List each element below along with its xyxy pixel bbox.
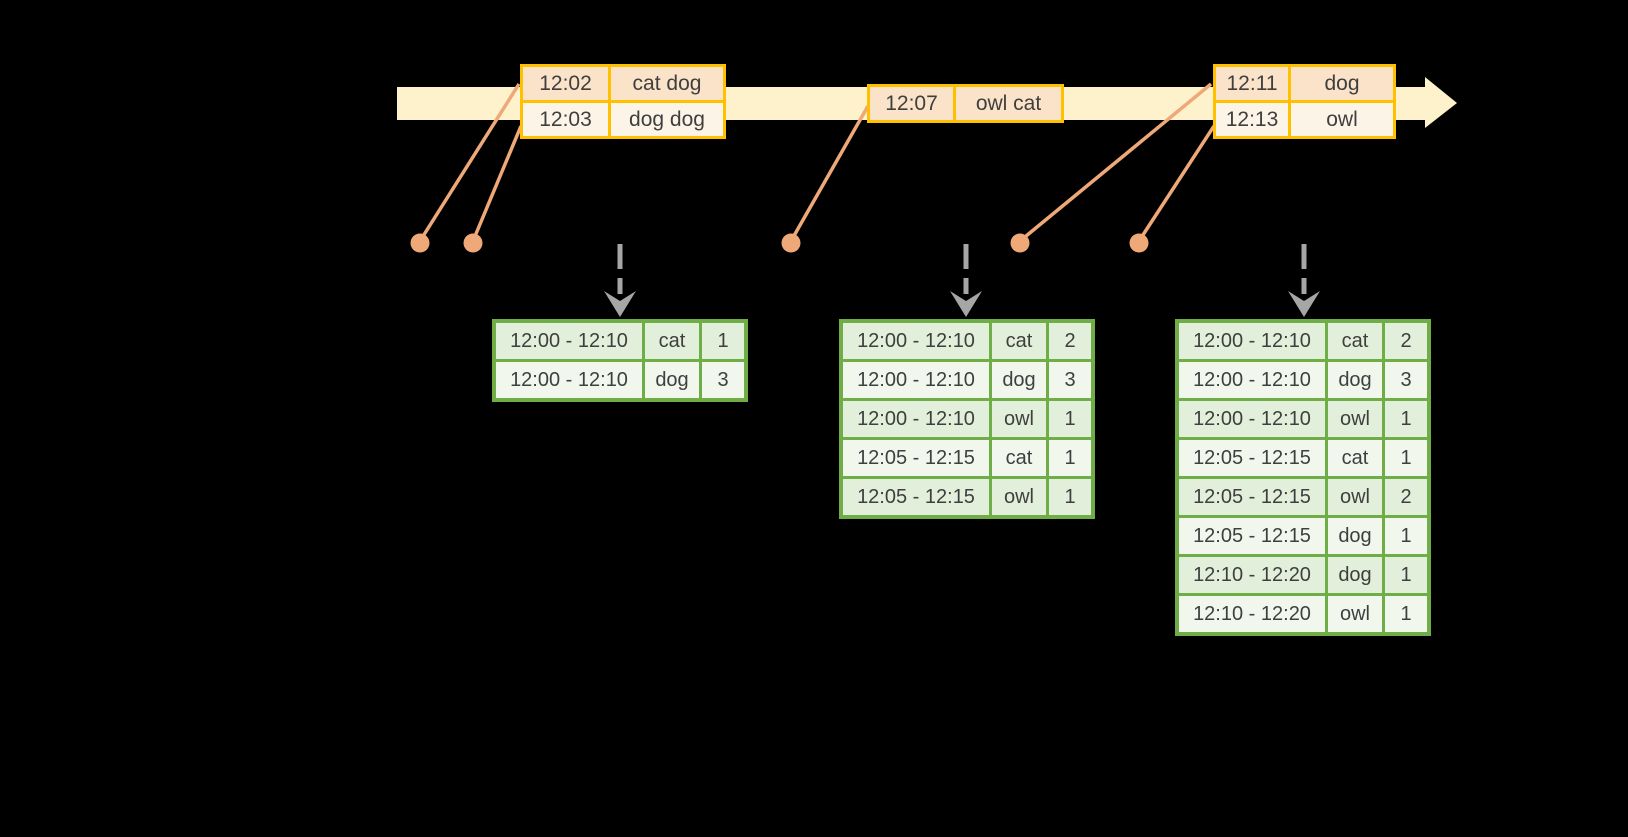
- window-cell: 12:00 - 12:10: [1179, 323, 1325, 359]
- window-cell: 12:00 - 12:10: [496, 323, 642, 359]
- window-cell: 12:00 - 12:10: [843, 401, 989, 437]
- event-connector-line: [1137, 125, 1216, 242]
- event-connector-line: [418, 83, 521, 242]
- trigger-arrow: [1288, 244, 1320, 317]
- word-cell: cat: [992, 323, 1046, 359]
- count-cell: 3: [1049, 362, 1091, 398]
- event-dot: [463, 233, 483, 253]
- window-cell: 12:05 - 12:15: [1179, 440, 1325, 476]
- word-cell: owl: [992, 401, 1046, 437]
- word-cell: cat: [1328, 440, 1382, 476]
- result-table-3: 12:00 - 12:10 cat 2 12:00 - 12:10 dog 3 …: [1175, 319, 1431, 636]
- count-cell: 3: [702, 362, 744, 398]
- event-time-cell: 12:02: [523, 67, 608, 100]
- window-cell: 12:10 - 12:20: [1179, 557, 1325, 593]
- word-cell: owl: [1328, 401, 1382, 437]
- window-cell: 12:05 - 12:15: [843, 479, 989, 515]
- word-cell: cat: [992, 440, 1046, 476]
- event-dot: [1010, 233, 1030, 253]
- window-cell: 12:00 - 12:10: [1179, 401, 1325, 437]
- window-cell: 12:05 - 12:15: [1179, 479, 1325, 515]
- event-time-cell: 12:03: [523, 103, 608, 136]
- event-connector-line: [1018, 82, 1213, 243]
- trigger-arrow: [604, 244, 636, 317]
- word-cell: dog: [1328, 518, 1382, 554]
- event-dots: [410, 233, 1149, 253]
- trigger-arrows: [604, 244, 1320, 317]
- input-events-table-1: 12:02 cat dog 12:03 dog dog: [520, 64, 726, 139]
- input-events-table-3: 12:11 dog 12:13 owl: [1213, 64, 1396, 139]
- count-cell: 2: [1049, 323, 1091, 359]
- count-cell: 1: [1385, 596, 1427, 632]
- window-cell: 12:00 - 12:10: [843, 323, 989, 359]
- event-words-cell: cat dog: [611, 67, 723, 100]
- arrow-down-icon: [604, 291, 636, 317]
- arrow-down-icon: [950, 291, 982, 317]
- event-connector-line: [789, 105, 870, 242]
- window-cell: 12:00 - 12:10: [496, 362, 642, 398]
- event-dot: [410, 233, 430, 253]
- event-time-cell: 12:07: [870, 87, 953, 120]
- arrow-down-icon: [1288, 291, 1320, 317]
- count-cell: 1: [1049, 479, 1091, 515]
- event-dot: [1129, 233, 1149, 253]
- window-cell: 12:05 - 12:15: [843, 440, 989, 476]
- word-cell: dog: [1328, 362, 1382, 398]
- count-cell: 1: [1385, 518, 1427, 554]
- word-cell: owl: [992, 479, 1046, 515]
- word-cell: owl: [1328, 479, 1382, 515]
- event-dot: [781, 233, 801, 253]
- window-cell: 12:05 - 12:15: [1179, 518, 1325, 554]
- result-table-2: 12:00 - 12:10 cat 2 12:00 - 12:10 dog 3 …: [839, 319, 1095, 519]
- count-cell: 2: [1385, 479, 1427, 515]
- trigger-arrow: [950, 244, 982, 317]
- count-cell: 1: [1385, 557, 1427, 593]
- result-table-1: 12:00 - 12:10 cat 1 12:00 - 12:10 dog 3: [492, 319, 748, 402]
- window-cell: 12:10 - 12:20: [1179, 596, 1325, 632]
- word-cell: cat: [645, 323, 699, 359]
- event-connector-line: [471, 125, 523, 242]
- event-words-cell: owl: [1291, 103, 1393, 136]
- event-time-cell: 12:11: [1216, 67, 1288, 100]
- window-cell: 12:00 - 12:10: [1179, 362, 1325, 398]
- count-cell: 2: [1385, 323, 1427, 359]
- count-cell: 1: [702, 323, 744, 359]
- word-cell: dog: [1328, 557, 1382, 593]
- word-cell: cat: [1328, 323, 1382, 359]
- count-cell: 1: [1385, 440, 1427, 476]
- event-time-cell: 12:13: [1216, 103, 1288, 136]
- window-cell: 12:00 - 12:10: [843, 362, 989, 398]
- timeline-arrowhead-icon: [1425, 77, 1457, 128]
- event-words-cell: owl cat: [956, 87, 1061, 120]
- event-markers: [418, 82, 1216, 243]
- word-cell: dog: [645, 362, 699, 398]
- count-cell: 1: [1049, 440, 1091, 476]
- word-cell: dog: [992, 362, 1046, 398]
- input-events-table-2: 12:07 owl cat: [867, 84, 1064, 123]
- count-cell: 1: [1385, 401, 1427, 437]
- event-words-cell: dog: [1291, 67, 1393, 100]
- event-words-cell: dog dog: [611, 103, 723, 136]
- count-cell: 1: [1049, 401, 1091, 437]
- count-cell: 3: [1385, 362, 1427, 398]
- word-cell: owl: [1328, 596, 1382, 632]
